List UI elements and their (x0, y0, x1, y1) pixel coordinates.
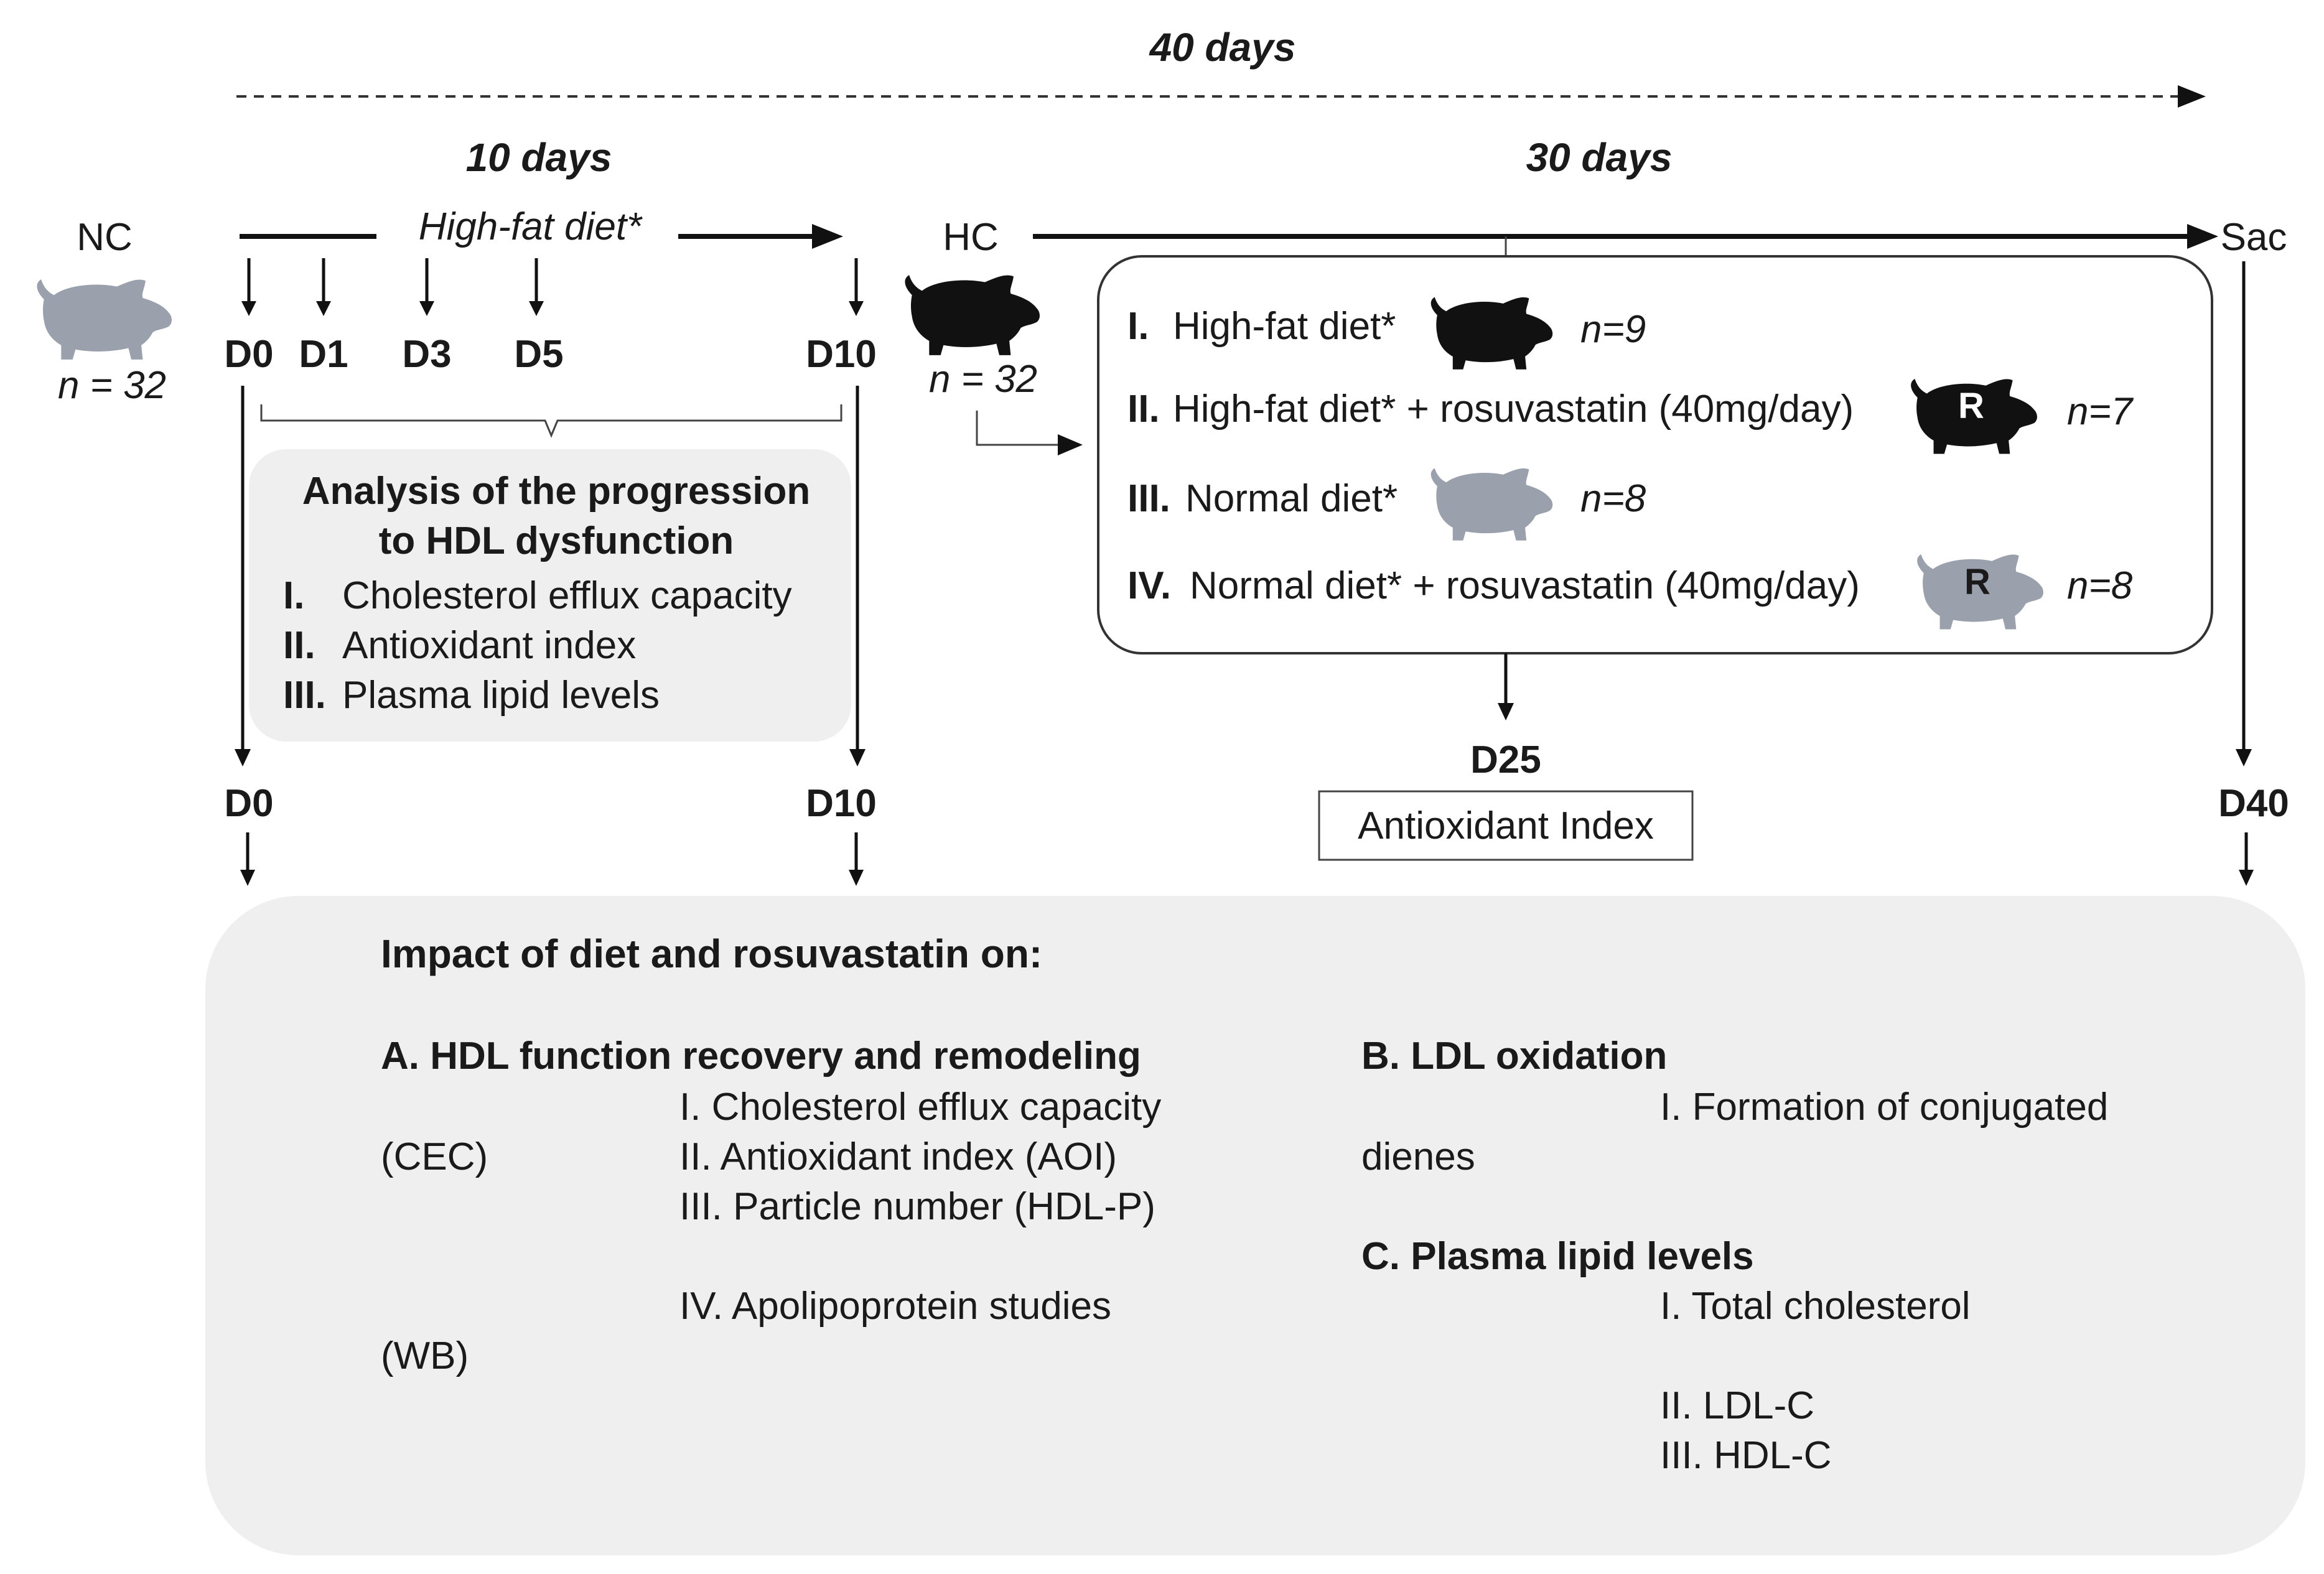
progression-analysis-box (249, 449, 851, 742)
impact-c-item-3: III. HDL-C (1660, 1434, 1832, 1477)
treatment-row-3-n: n=8 (1580, 477, 1646, 520)
treatment-row-2-n: n=7 (2067, 390, 2134, 433)
treatment-row-4-n: n=8 (2067, 564, 2133, 607)
progression-item-2-num: II. (283, 624, 315, 667)
treatment-row-3-text: Normal diet* (1185, 477, 1398, 520)
impact-box (205, 896, 2305, 1555)
treatment-row-2-num: II. (1127, 388, 1160, 431)
phase1-long-arrows (235, 386, 866, 766)
total-duration-label: 40 days (1149, 25, 1296, 70)
treatment-row-4-num: IV. (1127, 564, 1171, 607)
nc-group-size: n = 32 (58, 364, 166, 407)
treatment-row-3-num: III. (1127, 477, 1170, 520)
impact-a-item-2: II. Antioxidant index (AOI) (679, 1135, 1117, 1178)
day-label-d1: D1 (299, 333, 348, 376)
day-label-d10-top: D10 (806, 333, 877, 376)
hc-to-treatment-arrow (976, 411, 1058, 446)
progression-box-title-line1: Analysis of the progression (302, 470, 811, 513)
impact-entry-arrows (240, 832, 2254, 886)
treatment-row-4-text: Normal diet* + rosuvastatin (40mg/day) (1190, 564, 1860, 607)
impact-a-heading: A. HDL function recovery and remodeling (381, 1035, 1141, 1078)
treatment-row-2-badge: R (1958, 386, 1984, 426)
phase1-diet-label: High-fat diet* (419, 205, 643, 248)
hc-pig-icon (905, 275, 1040, 355)
day-label-d0-bottom: D0 (224, 782, 273, 825)
nc-pig-icon (37, 279, 172, 360)
day-label-d3: D3 (402, 333, 451, 376)
impact-title: Impact of diet and rosuvastatin on: (381, 931, 1042, 976)
day-label-d40: D40 (2218, 782, 2289, 825)
progression-box-title-line2: to HDL dysfunction (379, 519, 734, 562)
impact-b-item-1-tail: dienes (1361, 1135, 1475, 1178)
impact-c-item-1: I. Total cholesterol (1660, 1285, 1971, 1328)
impact-a-item-1: I. Cholesterol efflux capacity (679, 1086, 1161, 1129)
impact-b-heading: B. LDL oxidation (1361, 1035, 1667, 1078)
d40-arrowhead (2236, 749, 2252, 766)
day-label-d5: D5 (514, 333, 563, 376)
phase1-bracket (260, 404, 842, 438)
d25-antioxidant-box (1318, 790, 1694, 861)
day-label-d25: D25 (1470, 738, 1541, 781)
impact-a-item-4: IV. Apolipoprotein studies (679, 1285, 1111, 1328)
hc-group-label: HC (943, 216, 999, 259)
impact-c-heading: C. Plasma lipid levels (1361, 1235, 1754, 1278)
hc-to-treatment-arrowhead (1058, 434, 1083, 455)
nc-group-label: NC (77, 216, 133, 259)
hc-group-size: n = 32 (929, 358, 1037, 401)
treatment-row-1-n: n=9 (1580, 308, 1646, 351)
impact-c-item-2: II. LDL-C (1660, 1384, 1814, 1427)
impact-a-item-4-tail: (WB) (381, 1334, 469, 1377)
d25-arrowhead (1498, 703, 1514, 720)
progression-item-3-num: III. (283, 674, 326, 717)
treatment-row-4-badge: R (1964, 562, 1990, 602)
total-duration-arrowhead (2178, 85, 2206, 108)
progression-item-3-text: Plasma lipid levels (342, 674, 660, 717)
day-label-d10-bottom: D10 (806, 782, 877, 825)
impact-b-item-1: I. Formation of conjugated (1660, 1086, 2108, 1129)
impact-a-item-3: III. Particle number (HDL-P) (679, 1185, 1155, 1228)
progression-item-1-text: Cholesterol efflux capacity (342, 574, 792, 617)
impact-a-item-1-tail: (CEC) (381, 1135, 488, 1178)
sac-label: Sac (2221, 216, 2287, 259)
phase1-duration-label: 10 days (466, 135, 612, 180)
phase2-timeline-arrowhead (2187, 224, 2218, 249)
treatment-groups-box (1097, 255, 2213, 654)
progression-item-2-text: Antioxidant index (342, 624, 636, 667)
treatment-row-1-text: High-fat diet* (1173, 305, 1396, 348)
phase1-diet-arrowhead (812, 224, 843, 249)
day-tick-arrows (241, 258, 864, 316)
day-label-d0-top: D0 (224, 333, 273, 376)
phase2-duration-label: 30 days (1526, 135, 1673, 180)
d25-antioxidant-label: Antioxidant Index (1358, 804, 1654, 847)
treatment-row-2-text: High-fat diet* + rosuvastatin (40mg/day) (1173, 388, 1854, 431)
progression-item-1-num: I. (283, 574, 304, 617)
treatment-row-1-num: I. (1127, 305, 1149, 348)
